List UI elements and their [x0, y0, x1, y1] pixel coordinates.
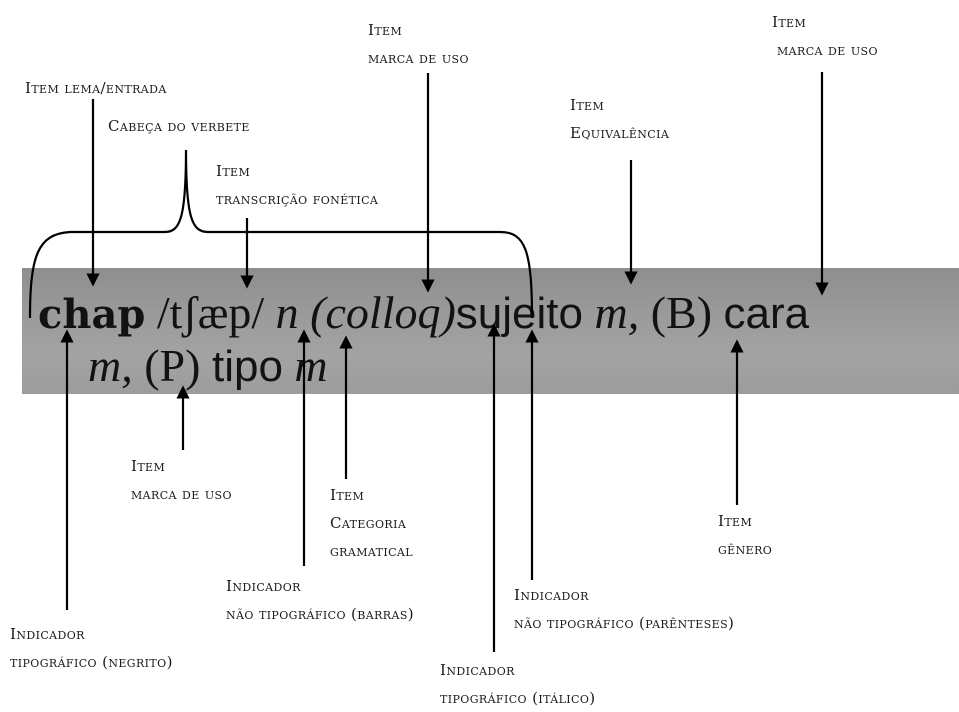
label-item-lema: Item lema/entrada: [25, 79, 167, 97]
label-negrito: Indicador tipográfico (negrito): [10, 625, 173, 671]
label-marca-uso-top: Item marca de uso: [368, 21, 469, 67]
label-marca-uso-bottom: Item marca de uso: [131, 457, 232, 503]
label-categoria: Item Categoria gramatical: [330, 486, 413, 560]
equivalent-p: tipo: [211, 342, 283, 391]
label-marca-uso-right: Item marca de uso: [772, 13, 878, 59]
grammatical-category: n: [275, 287, 299, 338]
label-equivalencia: Item Equivalência: [570, 96, 670, 142]
gender-m-p: m: [294, 340, 328, 391]
gender-m: m,: [594, 287, 640, 338]
label-barras: Indicador não tipográfico (barras): [226, 577, 415, 623]
phonetic-transcription: /tʃæp/: [156, 287, 265, 338]
entry-line-2: m, (P) tipo m: [88, 343, 328, 390]
equivalent-b: cara: [723, 289, 810, 338]
region-mark-p: (P): [144, 340, 201, 391]
headword: chap: [38, 291, 146, 338]
region-mark-b: (B): [650, 287, 713, 338]
entry-line-1: chap /tʃæp/ n (colloq)sujeito m, (B) car…: [38, 290, 809, 338]
head-brace: [28, 149, 534, 319]
usage-mark-colloq: (colloq): [310, 287, 456, 338]
label-cabeca-verbete: Cabeça do verbete: [108, 117, 250, 135]
label-italico: Indicador tipográfico (itálico): [440, 661, 596, 707]
label-genero: Item gênero: [718, 512, 773, 558]
label-parenteses: Indicador não tipográfico (parênteses): [514, 586, 735, 632]
gender-m-2: m,: [88, 340, 133, 391]
label-transcricao: Item transcrição fonética: [216, 162, 379, 208]
equivalent: sujeito: [455, 289, 583, 338]
